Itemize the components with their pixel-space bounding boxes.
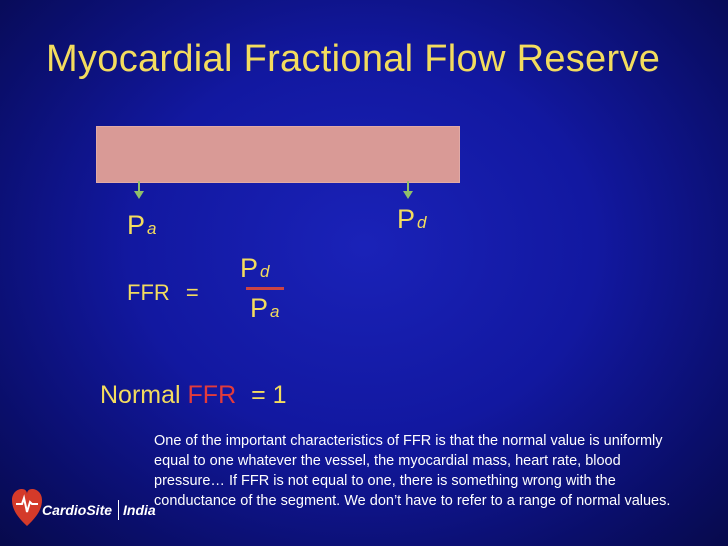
formula-lhs: FFR = <box>127 280 199 305</box>
denominator-sub: a <box>270 302 280 321</box>
normal-ffr-line: Normal FFR = 1 <box>100 381 287 410</box>
ffr-description: One of the important characteristics of … <box>154 433 671 509</box>
pa-label-sub: a <box>147 219 157 238</box>
denominator-main: P <box>250 293 269 323</box>
numerator-main: P <box>240 253 259 283</box>
cardiosite-logo: CardioSite India <box>10 482 156 532</box>
pd-label-sub: d <box>417 213 427 232</box>
logo-name: CardioSite <box>42 502 113 518</box>
heart-logo-icon <box>12 489 42 526</box>
numerator-sub: d <box>260 262 270 281</box>
slide-title: Myocardial Fractional Flow Reserve <box>46 38 661 80</box>
vessel-segment-bar <box>96 126 460 183</box>
logo-separator <box>118 500 119 520</box>
normal-value: = 1 <box>251 381 287 409</box>
logo-region: India <box>123 502 156 518</box>
normal-ffr-term: FFR <box>187 381 237 409</box>
fraction-bar <box>246 287 284 290</box>
normal-prefix: Normal <box>100 381 181 409</box>
pa-label-main: P <box>127 210 146 240</box>
pd-label-main: P <box>397 204 416 234</box>
